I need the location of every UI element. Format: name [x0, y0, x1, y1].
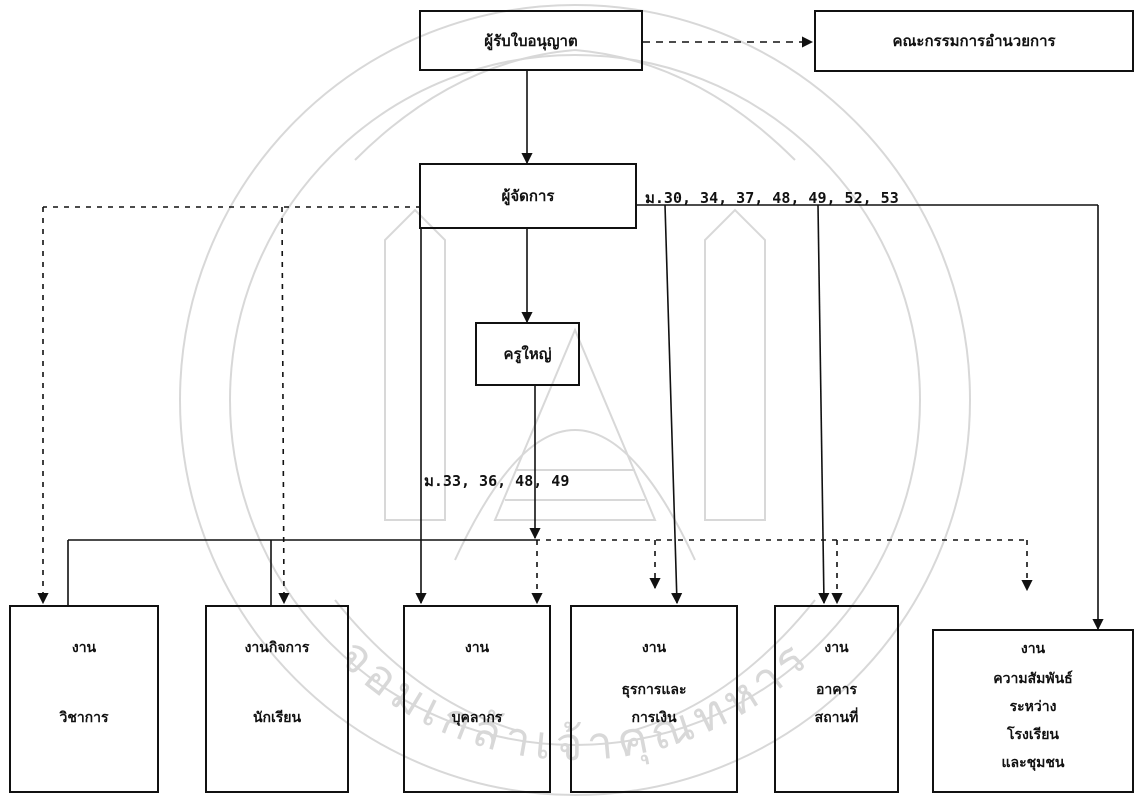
unit-student-affairs-line-2: นักเรียน	[253, 704, 301, 732]
manager-to-finance-link	[665, 205, 677, 603]
unit-personnel-line-1: งาน	[465, 634, 489, 662]
manager-to-building-link	[818, 205, 824, 603]
unit-community-relations: งาน ความสัมพันธ์ ระหว่าง โรงเรียน และชุม…	[932, 629, 1134, 793]
principal-box: ครูใหญ่	[475, 322, 580, 386]
unit-academic-line-1: งาน	[72, 634, 96, 662]
unit-community-line-4: โรงเรียน	[1007, 721, 1059, 749]
principal-label: ครูใหญ่	[503, 342, 551, 366]
unit-community-line-5: และชุมชน	[1002, 749, 1065, 777]
unit-community-line-1: งาน	[1021, 635, 1045, 663]
unit-buildings-line-1: งาน	[824, 634, 848, 662]
unit-personnel-line-2: บุคลากร	[452, 704, 503, 732]
unit-buildings-line-2: อาคาร	[816, 676, 857, 704]
unit-buildings: งาน อาคาร สถานที่	[774, 605, 899, 793]
unit-community-line-2: ความสัมพันธ์	[993, 665, 1072, 693]
unit-student-affairs: งานกิจการ นักเรียน	[205, 605, 349, 793]
manager-sections-label: ม.30, 34, 37, 48, 49, 52, 53	[645, 186, 899, 210]
unit-student-affairs-line-1: งานกิจการ	[245, 634, 310, 662]
licensee-label: ผู้รับใบอนุญาต	[484, 29, 577, 53]
principal-sections-label: ม.33, 36, 48, 49	[424, 469, 569, 493]
unit-academic: งาน วิชาการ	[9, 605, 159, 793]
manager-box: ผู้จัดการ	[419, 163, 637, 229]
licensee-box: ผู้รับใบอนุญาต	[419, 10, 643, 71]
unit-academic-line-2: วิชาการ	[59, 704, 108, 732]
unit-admin-finance-line-3: การเงิน	[631, 704, 676, 732]
unit-buildings-line-3: สถานที่	[815, 704, 859, 732]
board-box: คณะกรรมการอำนวยการ	[814, 10, 1134, 72]
unit-admin-finance-line-2: ธุรการและ	[621, 676, 686, 704]
manager-label: ผู้จัดการ	[502, 184, 555, 208]
unit-personnel: งาน บุคลากร	[403, 605, 551, 793]
unit-admin-finance: งาน ธุรการและ การเงิน	[570, 605, 738, 793]
manager-to-student-link	[282, 207, 284, 603]
board-label: คณะกรรมการอำนวยการ	[892, 29, 1055, 53]
unit-admin-finance-line-1: งาน	[642, 634, 666, 662]
unit-community-line-3: ระหว่าง	[1010, 693, 1057, 721]
